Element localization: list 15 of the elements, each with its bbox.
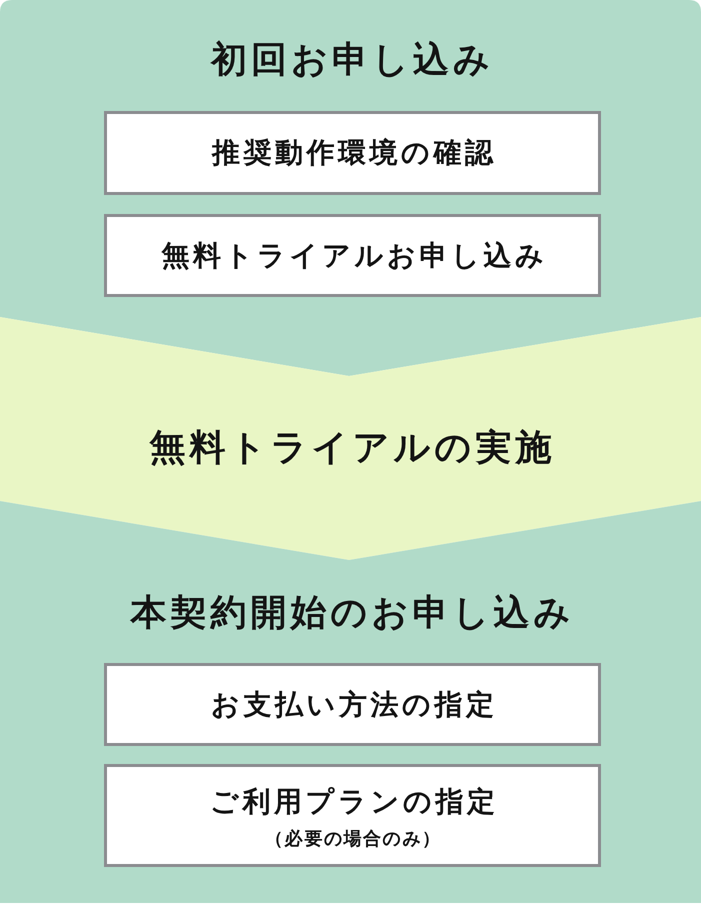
step-label: 推奨動作環境の確認 bbox=[212, 136, 496, 170]
section-heading: 本契約開始のお申し込み bbox=[130, 592, 574, 634]
step-label: ご利用プランの指定 bbox=[210, 786, 498, 818]
step-box bbox=[104, 111, 601, 195]
section-heading: 初回お申し込み bbox=[211, 39, 494, 81]
section-band bbox=[0, 0, 701, 376]
step-box bbox=[104, 663, 601, 746]
chevron-band bbox=[0, 317, 701, 560]
section-band bbox=[0, 501, 701, 903]
step-box bbox=[104, 764, 601, 867]
step-note: （必要の場合のみ） bbox=[265, 830, 442, 850]
step-box bbox=[104, 214, 601, 297]
step-label: お支払い方法の指定 bbox=[211, 688, 498, 721]
step-label: 無料トライアルお申し込み bbox=[161, 239, 548, 272]
chevron-label: 無料トライアルの実施 bbox=[150, 427, 556, 469]
